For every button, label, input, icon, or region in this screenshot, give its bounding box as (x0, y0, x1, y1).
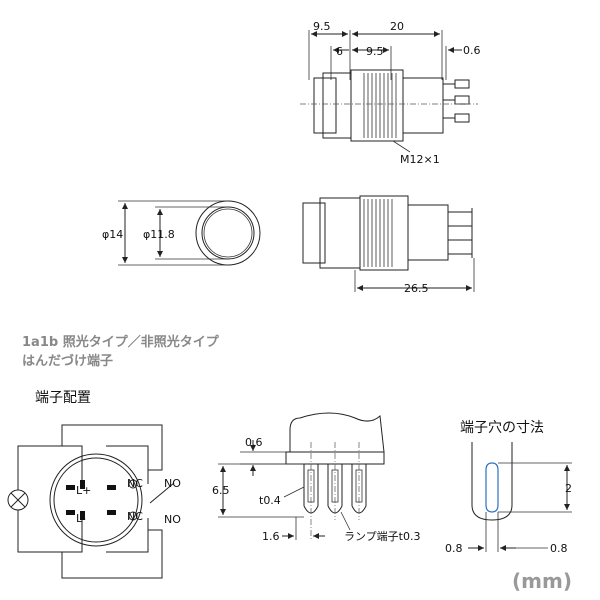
unit-label: (mm) (512, 569, 572, 593)
terminal-layout-drawing (7, 424, 175, 579)
dim-9-5-mid: 9.5 (366, 45, 384, 58)
dim-26-5: 26.5 (404, 282, 429, 295)
label-no-1: NO (164, 477, 181, 490)
dim-6: 6 (336, 45, 343, 58)
thread-label: M12×1 (400, 153, 440, 166)
dim-0-6: 0.6 (463, 44, 481, 57)
terminal-layout-title: 端子配置 (35, 390, 91, 406)
terminal-hole-drawing (468, 442, 572, 552)
dim-2: 2 (565, 482, 572, 495)
top-view-drawing (300, 30, 478, 153)
front-view-drawing (118, 200, 261, 266)
dim-0-8-right: 0.8 (550, 542, 568, 555)
section-title-line1: 1a1b 照光タイプ／非照光タイプ (22, 334, 220, 350)
dim-t0-4: t0.4 (259, 494, 281, 507)
inner-diameter: φ11.8 (143, 228, 175, 241)
label-l-plus: L+ (76, 484, 91, 497)
terminal-hole-title: 端子穴の寸法 (460, 420, 544, 436)
dim-20: 20 (390, 20, 404, 33)
dim-9-5-top: 9.5 (313, 20, 331, 33)
outer-diameter: φ14 (102, 228, 123, 241)
dim-1-6: 1.6 (262, 530, 280, 543)
label-no-2: NO (164, 513, 181, 526)
label-nc-2: NC (127, 510, 143, 523)
dim-0-8-left: 0.8 (445, 542, 463, 555)
terminal-side-drawing (218, 412, 385, 540)
label-nc-1: NC (127, 477, 143, 490)
dim-0-6-terminal: 0.6 (245, 436, 263, 449)
lamp-terminal-label: ランプ端子t0.3 (344, 530, 420, 543)
dim-6-5: 6.5 (212, 484, 230, 497)
label-l-minus: L- (76, 512, 86, 525)
side-view-drawing (302, 195, 475, 292)
section-title-line2: はんだづけ端子 (22, 353, 113, 369)
